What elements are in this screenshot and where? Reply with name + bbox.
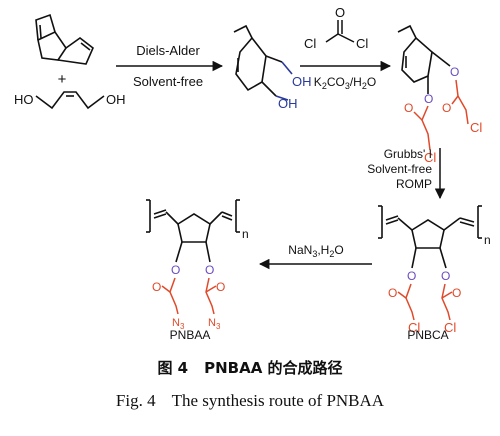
monomer-carbonyl-o-left: O	[404, 101, 413, 115]
synthesis-scheme: + HO OH Diels-Alder Solvent-free OH OH C…	[14, 5, 491, 340]
step1-condition-bottom: Solvent-free	[133, 74, 203, 89]
hydroxyl-bond-lower	[275, 95, 289, 101]
caption-zh-title: PNBAA 的合成路径	[204, 359, 343, 377]
chloroacetyl-chloride-structure	[325, 20, 355, 43]
dicyclopentadiene-structure	[35, 13, 94, 65]
step3-line3: ROMP	[396, 177, 432, 191]
pnbca-cl-right: Cl	[444, 320, 456, 335]
caption-en-title: The synthesis route of PNBAA	[171, 391, 385, 410]
pnbaa-carbonyl-o-left: O	[152, 280, 161, 294]
pnbaa-acyl-groups	[161, 277, 217, 315]
pnbca-repeat-n: n	[484, 233, 491, 247]
step3-line2: Solvent-free	[367, 162, 432, 176]
monomer-ester-o-left: O	[424, 92, 433, 106]
butenediol-ho-label: HO	[14, 92, 34, 107]
monomer-ester-o-right: O	[450, 65, 459, 79]
monomer-carbonyl-o-right: O	[442, 101, 451, 115]
caption-zh-number: 图 4	[157, 359, 189, 377]
monomer-cl-left: Cl	[424, 150, 436, 165]
pnbaa-label: PNBAA	[170, 328, 211, 340]
pnbca-structure	[378, 205, 482, 269]
acyl-chloride-cl-left: Cl	[304, 36, 316, 51]
hydroxyl-bond-upper	[281, 61, 293, 75]
caption-en-number: Fig. 4	[115, 391, 156, 410]
norbornene-diol-structure	[233, 24, 283, 97]
pnbca-label: PNBCA	[407, 328, 448, 340]
figure-caption-chinese: 图 4 PNBAA 的合成路径	[0, 357, 500, 378]
step1-condition-top: Diels-Alder	[136, 43, 200, 58]
butenediol-structure	[35, 91, 105, 110]
pnbaa-repeat-n: n	[242, 227, 249, 241]
monomer-cl-right: Cl	[470, 120, 482, 135]
pnbaa-ester-o-right: O	[205, 263, 214, 277]
step2-condition: K2CO3/H2O	[314, 75, 376, 91]
pnbaa-structure	[146, 199, 240, 263]
diol-oh-upper: OH	[292, 74, 312, 89]
pnbca-acyl-groups	[397, 283, 453, 321]
step3-line1: Grubbs' I	[384, 147, 432, 161]
diol-oh-lower: OH	[278, 96, 298, 111]
pnbaa-ester-o-left: O	[171, 263, 180, 277]
acyl-chloride-cl-right: Cl	[356, 36, 368, 51]
pnbaa-carbonyl-o-right: O	[216, 280, 225, 294]
pnbca-carbonyl-o-right: O	[452, 286, 461, 300]
figure-caption-english: Fig. 4 The synthesis route of PNBAA	[0, 391, 500, 411]
pnbca-ester-o-left: O	[407, 269, 416, 283]
step4-condition: NaN3,H2O	[288, 243, 343, 259]
pnbca-carbonyl-o-left: O	[388, 286, 397, 300]
pnbca-cl-left: Cl	[408, 320, 420, 335]
butenediol-oh-label: OH	[106, 92, 126, 107]
monomer-acyl-groups	[413, 79, 469, 151]
acyl-chloride-o: O	[335, 5, 345, 20]
monomer-structure	[397, 24, 451, 94]
plus-sign: +	[58, 71, 67, 88]
pnbca-ester-o-right: O	[441, 269, 450, 283]
